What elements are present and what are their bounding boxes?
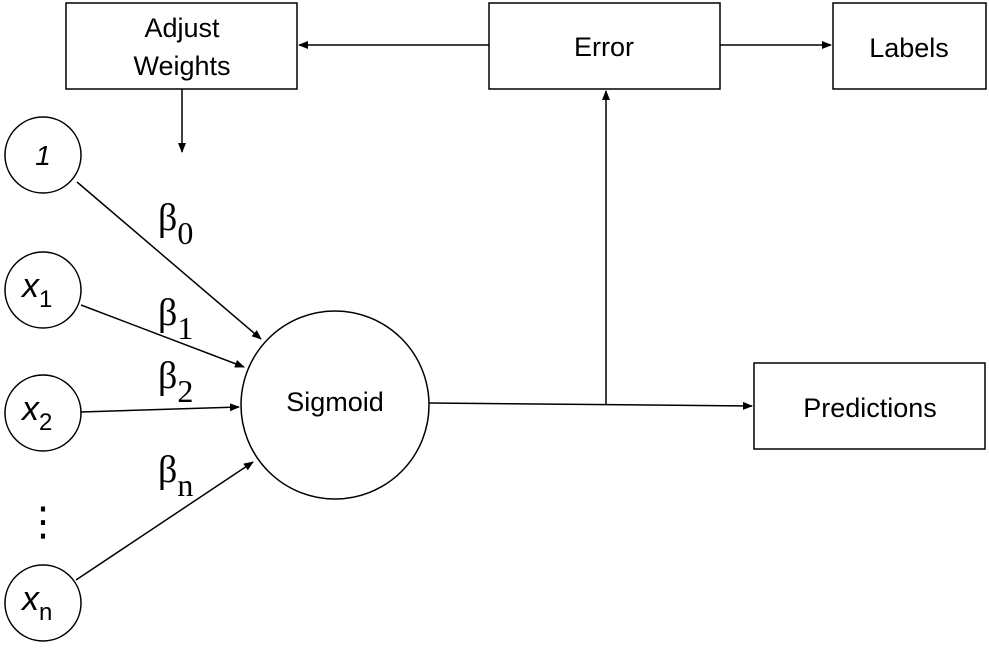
svg-text:β2: β2 xyxy=(158,355,193,409)
xn-input-node: xn xyxy=(4,564,82,642)
x2-input-node: x2 xyxy=(4,374,82,452)
beta2-symbol: β xyxy=(158,355,177,397)
svg-text:β1: β1 xyxy=(158,292,193,346)
beta1-subscript: 1 xyxy=(177,310,193,346)
svg-text:βn: βn xyxy=(158,449,193,503)
beta0-subscript: 0 xyxy=(177,215,193,251)
sigmoid-label: Sigmoid xyxy=(286,387,384,417)
predictions-label: Predictions xyxy=(803,393,937,423)
x2-subscript: 2 xyxy=(39,409,52,436)
adjust-weights-box: Adjust Weights xyxy=(65,2,298,90)
predictions-box: Predictions xyxy=(753,362,986,450)
bias-to-sigmoid-arrow xyxy=(76,181,262,340)
svg-text:β0: β0 xyxy=(158,197,193,251)
xn-to-sigmoid-arrow xyxy=(75,461,254,581)
xn-subscript: n xyxy=(39,599,52,626)
x1-input-node: x1 xyxy=(4,251,82,329)
betan-symbol: β xyxy=(158,449,177,491)
input-ellipsis: ⋮ xyxy=(23,499,63,545)
beta2-subscript: 2 xyxy=(177,373,193,409)
adjust-weights-label-line1: Adjust xyxy=(144,13,220,43)
betan-subscript: n xyxy=(177,467,193,503)
beta1-symbol: β xyxy=(158,292,177,334)
error-label: Error xyxy=(574,32,634,62)
x2-to-sigmoid-arrow xyxy=(80,403,240,413)
beta0-symbol: β xyxy=(158,197,177,239)
labels-box: Labels xyxy=(832,2,987,90)
sigmoid-to-predictions-arrow xyxy=(428,401,753,410)
x1-to-sigmoid-arrow xyxy=(80,304,245,368)
x2-symbol: x xyxy=(20,390,40,428)
xn-symbol: x xyxy=(20,580,40,618)
x1-subscript: 1 xyxy=(39,286,52,313)
svg-text:x2: x2 xyxy=(20,390,52,436)
x1-symbol: x xyxy=(20,267,40,305)
bias-input-node: 1 xyxy=(4,116,82,194)
svg-text:xn: xn xyxy=(20,580,52,626)
bias-input-label: 1 xyxy=(35,140,51,171)
labels-label: Labels xyxy=(869,33,949,63)
svg-text:x1: x1 xyxy=(20,267,52,313)
adjust-weights-label-line2: Weights xyxy=(133,51,230,81)
sigmoid-node: Sigmoid xyxy=(240,310,430,500)
error-box: Error xyxy=(488,2,721,90)
